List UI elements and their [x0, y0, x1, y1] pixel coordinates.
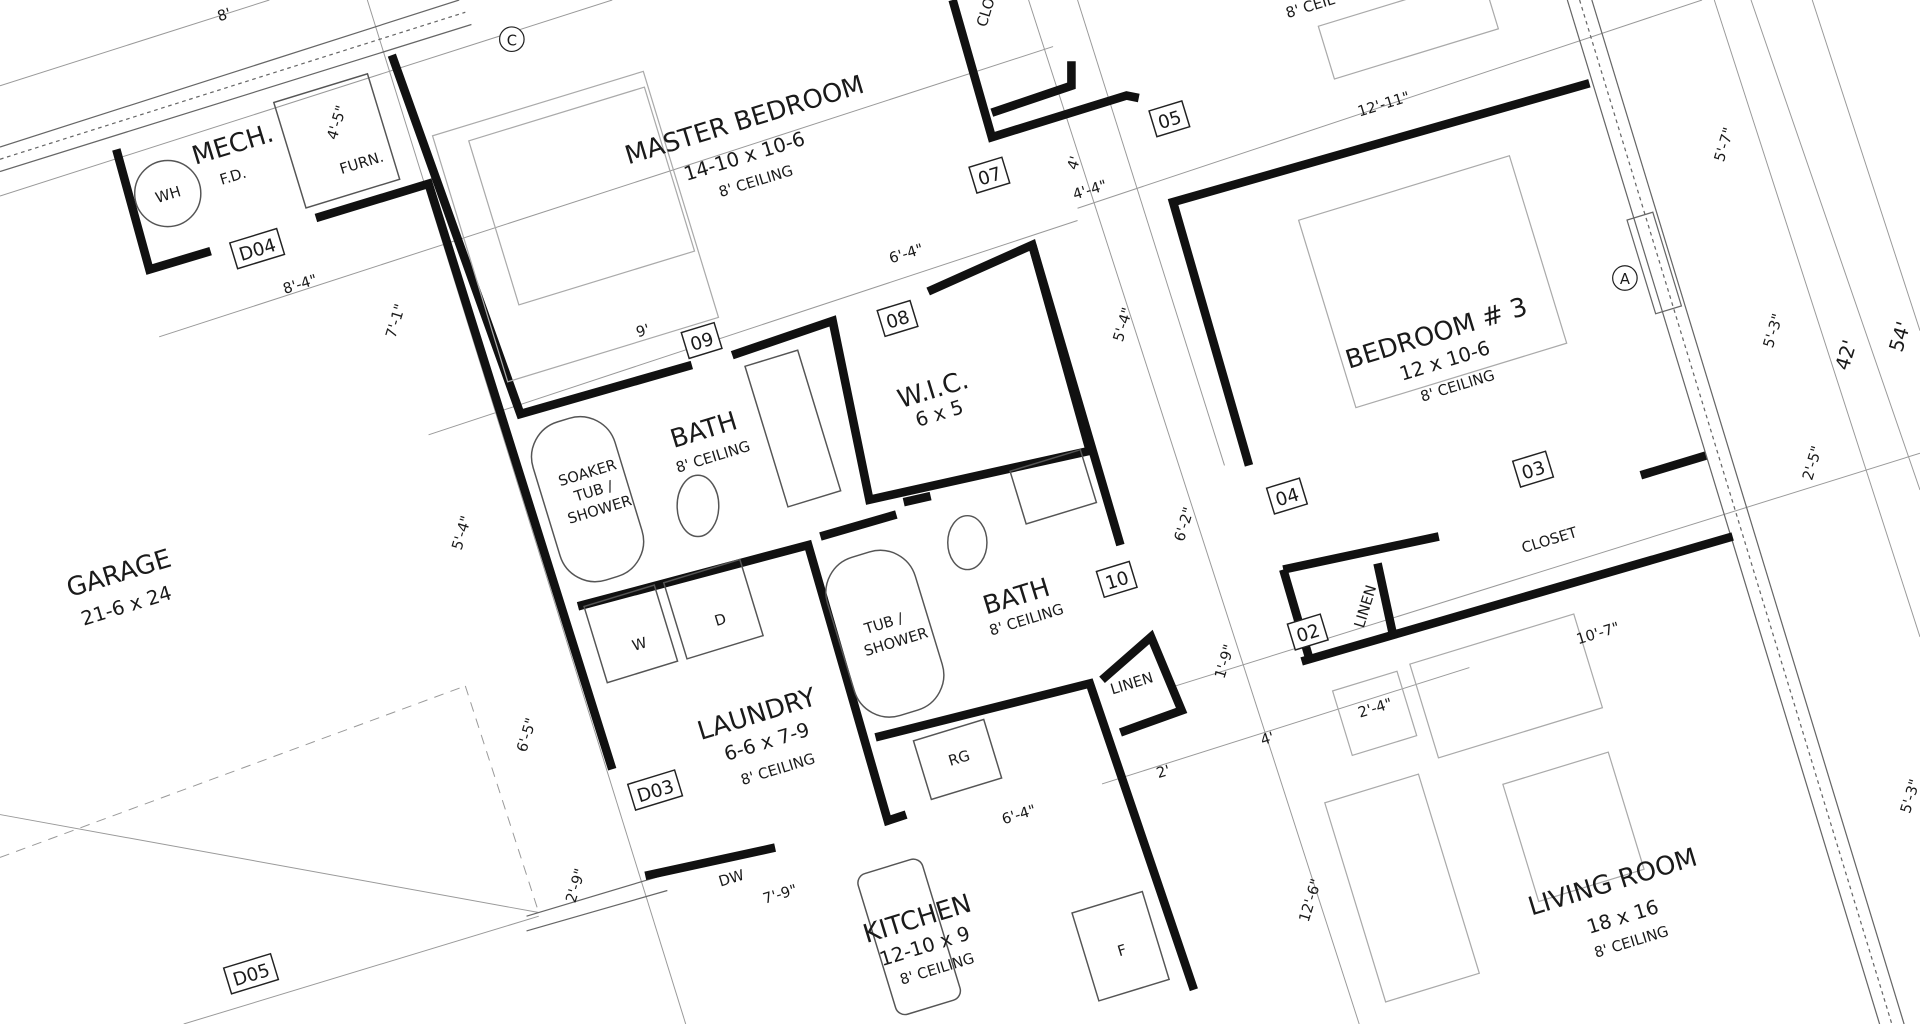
- dimension: 12'-6": [1296, 877, 1325, 924]
- washer-label: W: [630, 634, 649, 655]
- range-label: RG: [946, 747, 972, 770]
- dimension: 2'-4": [1356, 695, 1394, 721]
- mech-room-name: MECH.: [189, 119, 278, 172]
- dimension: 5'-3": [1760, 312, 1786, 350]
- fixtures: [133, 0, 1645, 1016]
- dimension: 5'-3": [1897, 777, 1920, 815]
- closet-label: CLO: [974, 0, 999, 29]
- dimension: 2'-5": [1799, 444, 1825, 482]
- furnace-label: FURN.: [338, 149, 386, 178]
- dimension: 42': [1831, 337, 1862, 373]
- walls: [112, 0, 1734, 992]
- dimension: 54': [1885, 319, 1916, 355]
- dimension: 8'-4": [281, 271, 319, 297]
- section-marker-a: A: [1612, 265, 1638, 291]
- dimension: 5'-7": [1711, 126, 1737, 164]
- dryer-label: D: [713, 610, 729, 630]
- dimension: 6'-4": [1000, 802, 1038, 828]
- dimension: 6'-4": [887, 241, 925, 267]
- fridge-label: F: [1116, 941, 1129, 960]
- door-tags: D04 05 07 08 09 03 04 10 02 D03 D05: [222, 99, 1555, 995]
- dimension: 4': [1064, 154, 1084, 172]
- ceiling-label: 8' CEIL: [1284, 0, 1338, 22]
- dimension: 5'-4": [449, 514, 475, 552]
- section-marker-label: C: [507, 32, 517, 49]
- dimension: 4'-5": [324, 103, 350, 141]
- dishwasher-label: DW: [717, 867, 747, 891]
- dimension: 4': [1259, 729, 1277, 749]
- dimension: 2': [1154, 762, 1172, 782]
- dimension: 1'-9": [1212, 642, 1238, 680]
- dimension: 5'-4": [1110, 306, 1136, 344]
- dimension: 10'-7": [1574, 619, 1621, 648]
- dimension: 8': [215, 5, 233, 25]
- section-marker-label: A: [1620, 271, 1630, 288]
- closet-label: CLOSET: [1520, 524, 1581, 557]
- water-heater-label: WH: [154, 183, 183, 207]
- dimension: 7'-9": [761, 881, 799, 907]
- floor-drain-label: F.D.: [218, 165, 249, 189]
- section-marker-c: C: [498, 26, 525, 53]
- dimension: 9': [634, 321, 652, 341]
- dimension: 12'-11": [1356, 89, 1412, 121]
- dimension: 6'-2": [1171, 505, 1197, 543]
- dimension: 6'-5": [514, 716, 540, 754]
- dimension: 7'-1": [383, 302, 409, 340]
